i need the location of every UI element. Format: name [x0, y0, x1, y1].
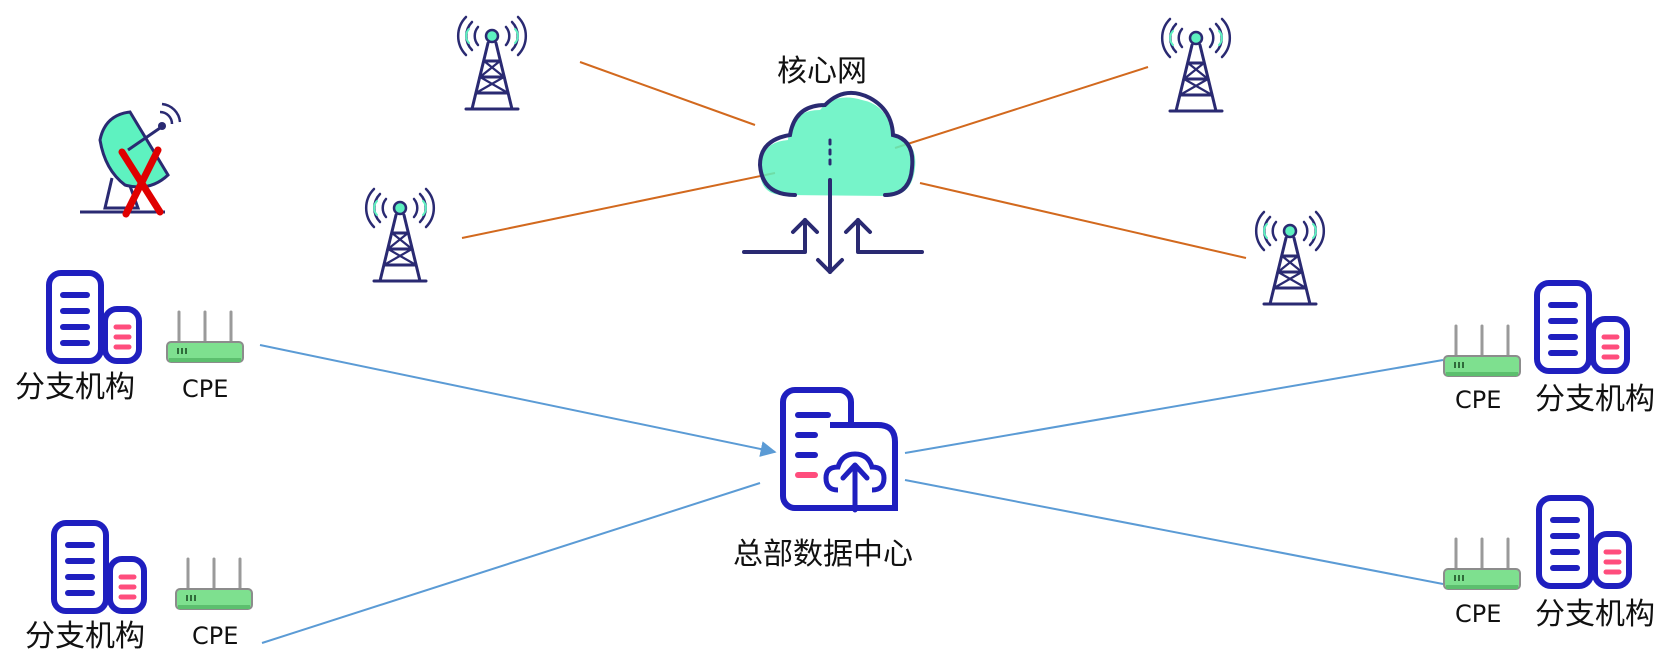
link-hq-branch-4 — [904, 479, 1444, 585]
link-core-tower-4 — [919, 182, 1247, 259]
core-network-label: 核心网 — [777, 54, 867, 89]
cpe-label: CPE — [192, 622, 239, 650]
cell-tower-icon — [1254, 210, 1326, 306]
link-hq-branch-3 — [904, 359, 1444, 454]
link-tower-1-core — [579, 61, 756, 126]
headquarters-building-icon — [780, 387, 898, 513]
hq-datacenter-label: 总部数据中心 — [733, 537, 913, 572]
branch-label: 分支机构 — [25, 619, 145, 654]
branch-label: 分支机构 — [15, 370, 135, 405]
red-x-icon — [118, 146, 164, 218]
branch-label: 分支机构 — [1535, 382, 1655, 417]
cpe-router-icon — [1442, 537, 1522, 591]
cell-tower-icon — [1160, 17, 1232, 113]
cpe-label: CPE — [1455, 386, 1502, 414]
branch-building-icon — [54, 523, 144, 611]
link-core-tower-3 — [894, 66, 1149, 149]
cell-tower-icon — [364, 187, 436, 283]
branch-building-icon — [49, 273, 139, 361]
cell-tower-icon — [456, 15, 528, 111]
cpe-label: CPE — [182, 375, 229, 403]
satellite-dish-icon — [80, 102, 182, 214]
cloud-upload-download-icon — [742, 90, 924, 274]
branch-label: 分支机构 — [1535, 597, 1655, 632]
cpe-router-icon — [1442, 324, 1522, 378]
cpe-router-icon — [165, 310, 245, 364]
link-branch-2-hq — [261, 482, 761, 644]
branch-building-icon — [1537, 283, 1627, 371]
link-tower-2-core — [461, 172, 776, 239]
branch-building-icon — [1539, 498, 1629, 586]
cpe-router-icon — [174, 557, 254, 611]
link-branch-1-hq — [259, 344, 777, 457]
cpe-label: CPE — [1455, 600, 1502, 628]
